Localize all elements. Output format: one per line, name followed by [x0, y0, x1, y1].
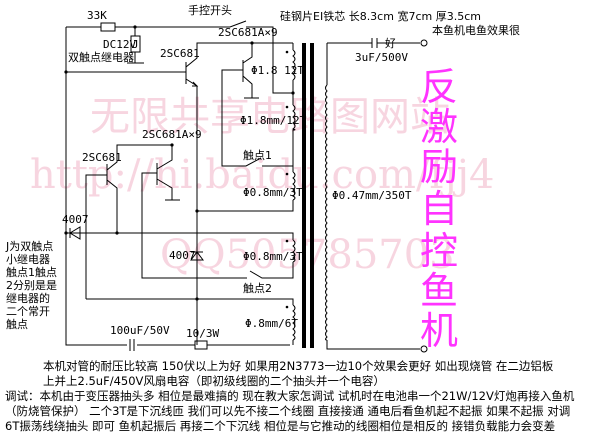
relay-note-line: 二个常开 — [6, 305, 50, 318]
title-char: 励 — [420, 145, 458, 189]
relay-coil — [130, 35, 141, 53]
relay-note: J为双触点 小继电器 触点1触点 2分别是是 继电器的 二个常开 触点 — [5, 239, 57, 331]
relay-note-line: 触点1触点 — [6, 265, 57, 279]
label-coil-4: Φ0.8mm/3T — [243, 250, 303, 263]
label-good: 好 — [385, 36, 396, 50]
label-transistor-group-bottom: 2SC681A×9 — [142, 128, 202, 141]
vertical-title: 反 激 励 自 控 鱼 机 — [420, 65, 458, 353]
note-line: 本机对管的耐压比较高 150伏以上为好 如果用2N3773一边10个效果会更好 … — [43, 359, 554, 373]
label-coil-2: Φ1.8mm/12T — [240, 114, 307, 127]
relay-note-line: 继电器的 — [6, 291, 50, 305]
resistor-33k — [100, 22, 116, 32]
label-relay-voltage: DC12V — [103, 38, 136, 51]
notes: 本机对管的耐压比较高 150伏以上为好 如果用2N3773一边10个效果会更好 … — [5, 359, 575, 433]
title-char: 控 — [420, 229, 458, 273]
relay-note-line: 2分别是是 — [6, 279, 57, 292]
label-contact-1: 触点1 — [243, 148, 272, 162]
label-coil-5: Φ.8mm/6T — [245, 317, 298, 330]
title-char: 机 — [420, 309, 458, 353]
label-transistor-top: 2SC681 — [160, 47, 200, 60]
label-transistor-bottom: 2SC681 — [82, 151, 122, 164]
core-bar-left — [302, 43, 306, 348]
title-char: 鱼 — [420, 269, 458, 313]
note-line: 上并上2.5uF/450V风扇电容（即初级线圈的二个抽头并一个电容） — [43, 374, 385, 388]
relay-note-line: 触点 — [6, 317, 28, 331]
note-line: 6T振荡线绕抽头 即可 鱼机起振后 再接二个下沉线 相位是与它推动的线圈相位是相… — [5, 419, 555, 433]
label-relay-name: 双触点继电器 — [68, 50, 134, 64]
relay-note-line: 小继电器 — [6, 253, 50, 266]
title-char: 激 — [420, 105, 458, 149]
label-resistor-10: 10/3W — [186, 327, 219, 340]
label-diode-1: 4007 — [62, 213, 89, 226]
label-coil-1: Φ1.8 12T — [251, 64, 304, 77]
label-relay-symbol: J — [132, 38, 139, 51]
label-diode-2: 4007 — [169, 249, 196, 262]
label-coil-3: Φ0.8mm/3T — [243, 186, 303, 199]
wires — [64, 20, 428, 353]
label-manual-switch: 手控开头 — [188, 3, 232, 17]
note-line: （防烧管保护） 二个3T是下沉线匝 我们可以先不接二个线圈 直接接通 通电后看鱼… — [5, 404, 570, 418]
watermark: 无限共享电路图网站 http://hi.baidu.com/fjj4 QQ505… — [30, 94, 495, 278]
note-line: 调试：本机由于变压器抽头多 相位是最难搞的 现在教大家怎调试 试机时在电池串一个… — [5, 389, 575, 403]
watermark-line1: 无限共享电路图网站 — [90, 94, 450, 140]
label-core-spec: 硅钢片EI铁芯 长8.3cm 宽7cm 厚3.5cm — [280, 9, 481, 23]
title-char: 反 — [420, 65, 458, 109]
label-effect-note: 本鱼机电鱼效果很 — [432, 23, 520, 37]
core-bar-right — [310, 43, 314, 348]
title-char: 自 — [420, 187, 458, 231]
label-secondary-coil: Φ0.47mm/350T — [332, 189, 412, 202]
label-output-cap: 3uF/500V — [355, 51, 408, 64]
label-cap-100uf: 100uF/50V — [110, 324, 170, 337]
label-contact-2: 触点2 — [243, 281, 272, 295]
transformer — [285, 43, 328, 348]
label-transistor-group-top: 2SC681A×9 — [218, 26, 278, 39]
watermark-line3: QQ505785703 — [160, 232, 455, 278]
labels: 33K 手控开头 硅钢片EI铁芯 长8.3cm 宽7cm 厚3.5cm 本鱼机电… — [62, 3, 520, 340]
resistor-10ohm — [194, 340, 208, 350]
relay-note-line: J为双触点 — [5, 239, 53, 253]
label-33k: 33K — [87, 9, 107, 22]
